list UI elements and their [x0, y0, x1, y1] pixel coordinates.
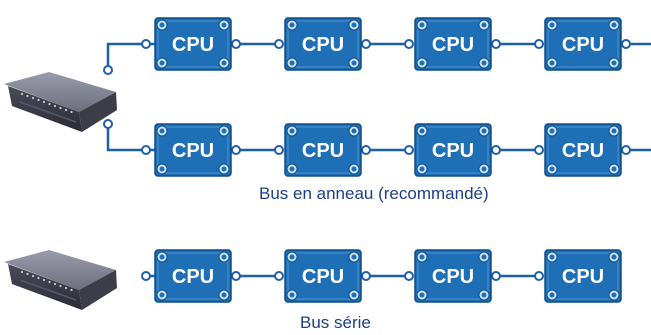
bus-connector-icon [621, 145, 631, 155]
cpu-label: CPU [432, 140, 474, 162]
cpu-board-icon: CPU [414, 17, 492, 71]
ring-lower-link [106, 126, 146, 152]
bus-connector-icon [141, 271, 151, 281]
bus-connector-icon [534, 145, 544, 155]
bus-connector-icon [621, 39, 631, 49]
cpu-label: CPU [562, 34, 604, 56]
bus-connector-icon [141, 145, 151, 155]
serial-bus-caption: Bus série [300, 313, 371, 332]
network-hub-device-icon [4, 72, 117, 132]
cpu-board-icon: CPU [154, 249, 232, 303]
cpu-label: CPU [562, 140, 604, 162]
bus-connector-icon [274, 39, 284, 49]
cpu-board-icon: CPU [284, 17, 362, 71]
bus-connector-icon [361, 39, 371, 49]
cpu-label: CPU [302, 140, 344, 162]
ring-lower-link-end [103, 119, 113, 129]
bus-connector-icon [274, 145, 284, 155]
cpu-label: CPU [172, 266, 214, 288]
cpu-board-icon: CPU [154, 17, 232, 71]
cpu-board-icon: CPU [284, 249, 362, 303]
cpu-label: CPU [172, 140, 214, 162]
bus-connector-icon [404, 145, 414, 155]
bus-connector-icon [361, 271, 371, 281]
bus-connector-icon [361, 145, 371, 155]
network-hub-device-icon [4, 250, 117, 310]
cpu-board-icon: CPU [544, 17, 622, 71]
cpu-board-icon: CPU [414, 123, 492, 177]
cpu-label: CPU [432, 266, 474, 288]
bus-connector-icon [231, 271, 241, 281]
bus-connector-icon [491, 145, 501, 155]
cpu-board-icon: CPU [414, 249, 492, 303]
bus-connector-icon [404, 39, 414, 49]
bus-connector-icon [404, 271, 414, 281]
cpu-label: CPU [172, 34, 214, 56]
bus-connector-icon [231, 145, 241, 155]
ring-bus-caption: Bus en anneau (recommandé) [259, 184, 489, 203]
cpu-board-icon: CPU [284, 123, 362, 177]
bus-connector-icon [534, 271, 544, 281]
ring-upper-link-end [103, 65, 113, 75]
bus-connector-icon [491, 271, 501, 281]
bus-connector-icon [231, 39, 241, 49]
cpu-label: CPU [562, 266, 604, 288]
ring-bus-links [103, 42, 146, 152]
bus-connector-icon [491, 39, 501, 49]
cpu-board-icon: CPU [154, 123, 232, 177]
cpu-label: CPU [302, 266, 344, 288]
cpu-label: CPU [302, 34, 344, 56]
cpu-label: CPU [432, 34, 474, 56]
bus-connector-icon [274, 271, 284, 281]
bus-connector-icon [534, 39, 544, 49]
cpu-board-icon: CPU [544, 123, 622, 177]
bus-connector-icon [141, 39, 151, 49]
ring-upper-link [106, 42, 146, 68]
cpu-board-icon: CPU [544, 249, 622, 303]
